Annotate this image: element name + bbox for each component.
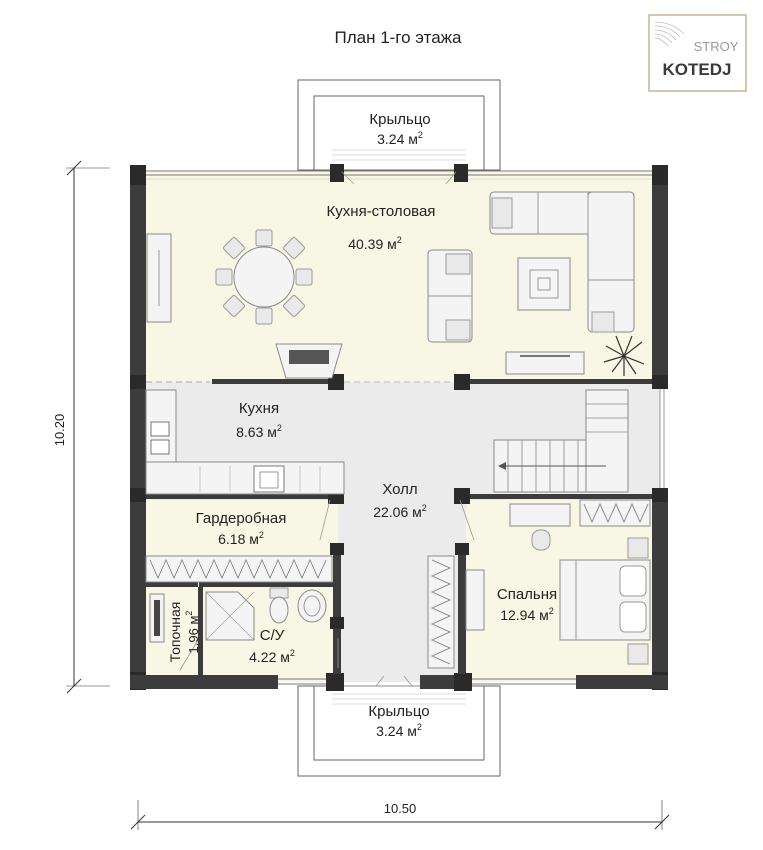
room-label-porch-top: Крыльцо 3.24 м2	[369, 111, 430, 147]
interior-walls	[146, 374, 652, 675]
room-name-kitchen: Кухня	[239, 400, 279, 417]
room-name-bedroom: Спальня	[497, 586, 557, 603]
room-area-hall: 22.06 м	[373, 504, 422, 520]
room-area-kitchen-dining: 40.39 м	[348, 236, 397, 252]
shower-cabin	[205, 591, 255, 641]
room-label-hall: Холл 22.06 м2	[373, 481, 427, 520]
room-area-boiler: 1.96 м	[186, 616, 201, 654]
room-area-bathroom: 4.22 м	[249, 649, 290, 665]
svg-text:22.06 м2: 22.06 м2	[373, 503, 427, 520]
dimension-height-label: 10.20	[52, 414, 67, 447]
bedroom-wardrobe	[427, 499, 651, 669]
room-area-porch-top: 3.24 м	[377, 131, 418, 147]
plant-icon	[603, 335, 645, 376]
brand-logo: STROY KOTEDJ	[648, 14, 747, 92]
toilet-icon	[269, 587, 289, 624]
coffee-table	[517, 257, 571, 311]
room-area-sup-kitchen: 2	[277, 423, 282, 433]
room-area-sup-bedroom: 2	[549, 606, 554, 616]
logo-line-1: STROY	[694, 39, 739, 54]
svg-text:4.22 м2: 4.22 м2	[249, 648, 295, 665]
room-name-wardrobe: Гардеробная	[196, 510, 287, 527]
sofa	[427, 249, 473, 343]
room-area-kitchen: 8.63 м	[236, 424, 277, 440]
room-area-porch-bottom: 3.24 м	[376, 723, 417, 739]
tv-unit	[505, 351, 585, 375]
logo-line-2: KOTEDJ	[663, 60, 732, 79]
svg-text:12.94 м2: 12.94 м2	[500, 606, 554, 623]
room-label-wardrobe: Гардеробная 6.18 м2	[196, 510, 287, 547]
kitchen-counter	[145, 389, 345, 495]
dimension-height: 10.20	[52, 160, 110, 694]
boiler-unit	[149, 593, 165, 643]
corner-sofa	[489, 191, 635, 333]
room-area-wardrobe: 6.18 м	[218, 531, 259, 547]
room-name-boiler: Топочная	[167, 602, 183, 663]
washbasin-icon	[297, 589, 327, 623]
room-area-sup-hall: 2	[422, 503, 427, 513]
room-label-bedroom: Спальня 12.94 м2	[497, 586, 557, 623]
wardrobe-shelving	[145, 555, 333, 583]
svg-text:3.24 м2: 3.24 м2	[377, 130, 423, 147]
svg-text:6.18 м2: 6.18 м2	[218, 530, 264, 547]
room-area-bedroom: 12.94 м	[500, 607, 549, 623]
room-area-sup-wardrobe: 2	[259, 530, 264, 540]
room-label-bathroom: С/У 4.22 м2	[249, 627, 295, 665]
dining-table	[215, 229, 313, 325]
room-name-hall: Холл	[382, 481, 417, 498]
room-label-kitchen: Кухня 8.63 м2	[236, 400, 282, 440]
room-label-porch-bottom: Крыльцо 3.24 м2	[368, 703, 429, 739]
room-name-bathroom: С/У	[260, 627, 285, 644]
room-area-sup-kitchen-dining: 2	[397, 235, 402, 245]
room-name-kitchen-dining: Кухня-столовая	[327, 203, 436, 220]
staircase	[493, 389, 629, 493]
room-label-boiler: Топочная 1.96 м2	[167, 602, 201, 663]
room-area-sup-bathroom: 2	[290, 648, 295, 658]
dimension-width-label: 10.50	[384, 801, 417, 816]
svg-text:1.96 м2: 1.96 м2	[184, 611, 201, 654]
room-area-sup-boiler: 2	[184, 611, 194, 616]
fireplace	[275, 343, 343, 379]
bed	[559, 537, 651, 665]
dimension-width: 10.50	[130, 800, 670, 830]
plan-title: План 1-го этажа	[334, 28, 462, 47]
bedroom-desk	[465, 569, 485, 631]
svg-text:40.39 м2: 40.39 м2	[348, 235, 402, 252]
door-arcs	[179, 171, 475, 687]
room-label-kitchen-dining: Кухня-столовая 40.39 м2	[327, 203, 436, 252]
porch-top-area	[297, 79, 501, 171]
room-name-porch-top: Крыльцо	[369, 111, 430, 128]
sideboard	[146, 233, 172, 323]
dresser	[509, 503, 571, 551]
exterior-walls	[130, 164, 668, 691]
room-name-porch-bottom: Крыльцо	[368, 703, 429, 720]
porch-bottom-area	[297, 685, 501, 777]
svg-text:8.63 м2: 8.63 м2	[236, 423, 282, 440]
room-area-sup-porch-top: 2	[418, 130, 423, 140]
svg-text:3.24 м2: 3.24 м2	[376, 722, 422, 739]
logo-arc-icon	[654, 21, 685, 47]
room-area-sup-porch-bottom: 2	[417, 722, 422, 732]
